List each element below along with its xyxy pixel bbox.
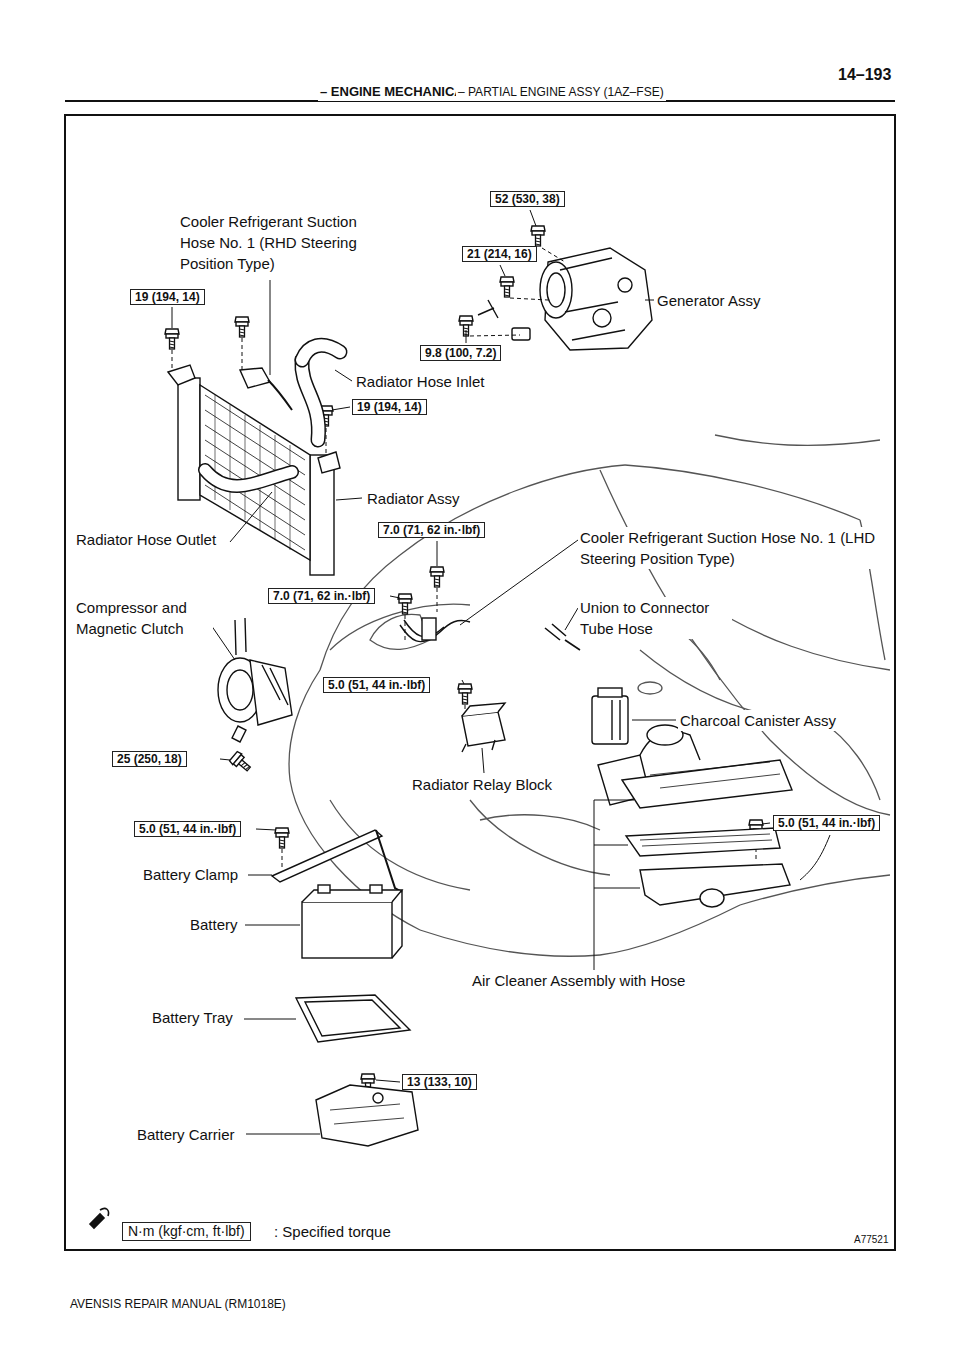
torque-value: 19 (194, 14)	[135, 290, 200, 304]
page-header: – ENGINE MECHANICAL	[318, 83, 474, 101]
dashed-fitting-lines	[172, 248, 756, 1100]
part-name: Air Cleaner Assembly with Hose	[470, 970, 687, 991]
torque-value: 52 (530, 38)	[495, 192, 560, 206]
leader-lines	[172, 210, 830, 1134]
torque-spec-box: 5.0 (51, 44 in.·lbf)	[773, 815, 880, 831]
torque-spec-box: 19 (194, 14)	[130, 289, 205, 305]
part-name: Battery Tray	[150, 1007, 235, 1028]
part-name: Radiator Hose Inlet	[354, 371, 486, 392]
torque-spec-box: 25 (250, 18)	[112, 751, 187, 767]
torque-spec-box: 21 (214, 16)	[462, 246, 537, 262]
part-name: Cooler Refrigerant Suction Hose No. 1 (R…	[178, 211, 397, 274]
torque-symbol	[90, 1208, 109, 1228]
torque-spec-box: 52 (530, 38)	[490, 191, 565, 207]
torque-spec-box: 13 (133, 10)	[402, 1074, 477, 1090]
part-name: Radiator Relay Block	[410, 774, 554, 795]
torque-value: 5.0 (51, 44 in.·lbf)	[139, 822, 236, 836]
torque-value: 7.0 (71, 62 in.·lbf)	[273, 589, 370, 603]
compressor-drawing	[218, 618, 292, 774]
battery-drawing	[272, 830, 418, 1146]
part-name: Battery Clamp	[141, 864, 240, 885]
unit-legend-box: N·m (kgf·cm, ft·lbf)	[122, 1222, 251, 1241]
figure-frame	[65, 115, 895, 1250]
part-name: Battery Carrier	[135, 1124, 237, 1145]
torque-spec-box: 9.8 (100, 7.2)	[420, 345, 501, 361]
torque-value: 5.0 (51, 44 in.·lbf)	[328, 678, 425, 692]
part-name: Cooler Refrigerant Suction Hose No. 1 (L…	[578, 527, 882, 569]
generator-drawing	[478, 248, 652, 350]
torque-value: N·m (kgf·cm, ft·lbf)	[128, 1223, 245, 1240]
part-name: Generator Assy	[655, 290, 762, 311]
torque-value: 19 (194, 14)	[357, 400, 422, 414]
bolts	[165, 226, 763, 1132]
part-name: : Specified torque	[272, 1221, 393, 1242]
part-name: Radiator Hose Outlet	[74, 529, 218, 550]
torque-spec-box: 5.0 (51, 44 in.·lbf)	[323, 677, 430, 693]
torque-spec-box: 19 (194, 14)	[352, 399, 427, 415]
car-body-outline	[289, 435, 890, 956]
page-footer: A77521	[852, 1233, 890, 1247]
torque-value: 25 (250, 18)	[117, 752, 182, 766]
page-header: – PARTIAL ENGINE ASSY (1AZ–FSE)	[456, 84, 666, 101]
part-name: Union to Connector Tube Hose	[578, 597, 732, 639]
torque-value: 21 (214, 16)	[467, 247, 532, 261]
page-footer: AVENSIS REPAIR MANUAL (RM1018E)	[68, 1296, 288, 1313]
canister-drawing	[592, 688, 628, 744]
part-name: Compressor and Magnetic Clutch	[74, 597, 213, 639]
torque-spec-box: 5.0 (51, 44 in.·lbf)	[134, 821, 241, 837]
relay-block-drawing	[462, 703, 505, 752]
refrigerant-hose-drawing	[400, 618, 580, 650]
torque-spec-box: 7.0 (71, 62 in.·lbf)	[268, 588, 375, 604]
torque-value: 9.8 (100, 7.2)	[425, 346, 496, 360]
torque-value: 5.0 (51, 44 in.·lbf)	[778, 816, 875, 830]
part-name: Radiator Assy	[365, 488, 462, 509]
air-cleaner-drawing	[598, 725, 792, 907]
page-header: 14–193	[836, 64, 893, 86]
torque-spec-box: 7.0 (71, 62 in.·lbf)	[378, 522, 485, 538]
torque-value: 13 (133, 10)	[407, 1075, 472, 1089]
torque-value: 7.0 (71, 62 in.·lbf)	[383, 523, 480, 537]
part-name: Charcoal Canister Assy	[678, 710, 838, 731]
part-name: Battery	[188, 914, 240, 935]
radiator-hoses	[205, 345, 340, 486]
